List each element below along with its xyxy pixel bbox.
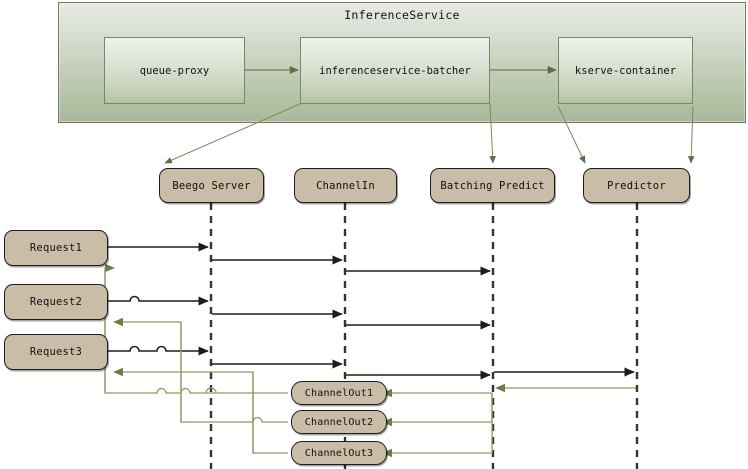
return-channelout1-to-request1 bbox=[104, 263, 288, 394]
return-channelout3-to-request3 bbox=[113, 367, 288, 454]
request-box-request1[interactable]: Request1 bbox=[4, 230, 108, 266]
request-box-request2[interactable]: Request2 bbox=[4, 284, 108, 320]
return-channelout2-to-request2 bbox=[113, 317, 288, 423]
return-risers bbox=[104, 268, 254, 453]
channelout-box-channelout3[interactable]: ChannelOut3 bbox=[291, 441, 387, 465]
request-box-request3[interactable]: Request3 bbox=[4, 334, 108, 370]
component-kserve-container[interactable]: kserve-container bbox=[558, 37, 693, 104]
component-inferenceservice-batcher[interactable]: inferenceservice-batcher bbox=[300, 37, 490, 104]
channelout-box-channelout2[interactable]: ChannelOut2 bbox=[291, 410, 387, 434]
inferenceservice-title: InferenceService bbox=[344, 8, 460, 22]
request-arrows bbox=[108, 242, 635, 380]
lifeline-head-predictor[interactable]: Predictor bbox=[583, 168, 690, 203]
return-batching-to-channelout2 bbox=[382, 393, 493, 427]
return-batching-to-channelout3 bbox=[382, 393, 493, 458]
lifeline-head-channelin[interactable]: ChannelIn bbox=[294, 168, 397, 203]
channelout-box-channelout1[interactable]: ChannelOut1 bbox=[291, 381, 387, 405]
mapping-lines bbox=[164, 103, 695, 164]
lifelines bbox=[209, 203, 639, 469]
lifeline-head-beego-server[interactable]: Beego Server bbox=[159, 168, 264, 203]
lifeline-head-batching-predict[interactable]: Batching Predict bbox=[430, 168, 555, 203]
component-queue-proxy[interactable]: queue-proxy bbox=[104, 37, 245, 104]
